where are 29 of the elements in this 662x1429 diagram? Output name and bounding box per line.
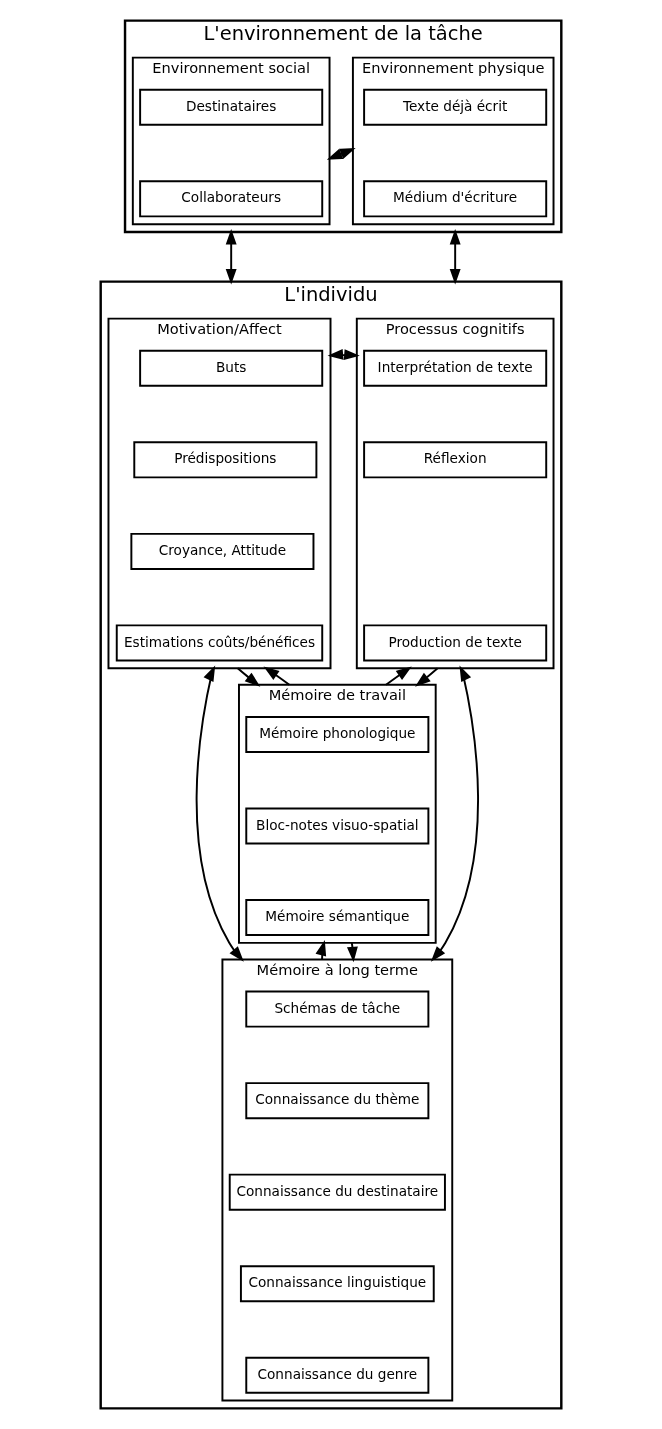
node-box: Connaissance linguistique (239, 1265, 435, 1303)
arrow (449, 229, 461, 285)
node-box: Production de texte (363, 624, 548, 662)
node-box: Prédispositions (133, 441, 318, 479)
node-box: Destinataires (139, 88, 324, 126)
node-box: Bloc-notes visuo-spatial (245, 807, 430, 845)
node-box: Texte déjà écrit (363, 88, 548, 126)
arrow (327, 349, 360, 361)
arrow (326, 148, 356, 160)
node-box: Schémas de tâche (245, 990, 430, 1028)
arrow (236, 667, 261, 687)
node-box: Connaissance du destinataire (228, 1173, 446, 1211)
arrow (385, 666, 412, 686)
arrow (430, 665, 479, 962)
arrow (415, 667, 439, 687)
node-box: Médium d'écriture (363, 180, 548, 218)
node-box: Interprétation de texte (363, 349, 548, 387)
node-box: Connaissance du thème (245, 1082, 430, 1120)
node-box: Estimations coûts/bénéfices (115, 624, 324, 662)
arrow (263, 666, 291, 686)
node-box: Réflexion (363, 441, 548, 479)
arrow (225, 229, 237, 285)
node-box: Collaborateurs (139, 180, 324, 218)
node-box: Mémoire sémantique (245, 899, 430, 937)
node-box: Mémoire phonologique (245, 715, 430, 753)
node-box: Buts (139, 349, 324, 387)
node-box: Croyance, Attitude (130, 532, 315, 570)
arrow (195, 665, 244, 962)
node-box: Connaissance du genre (245, 1356, 430, 1394)
